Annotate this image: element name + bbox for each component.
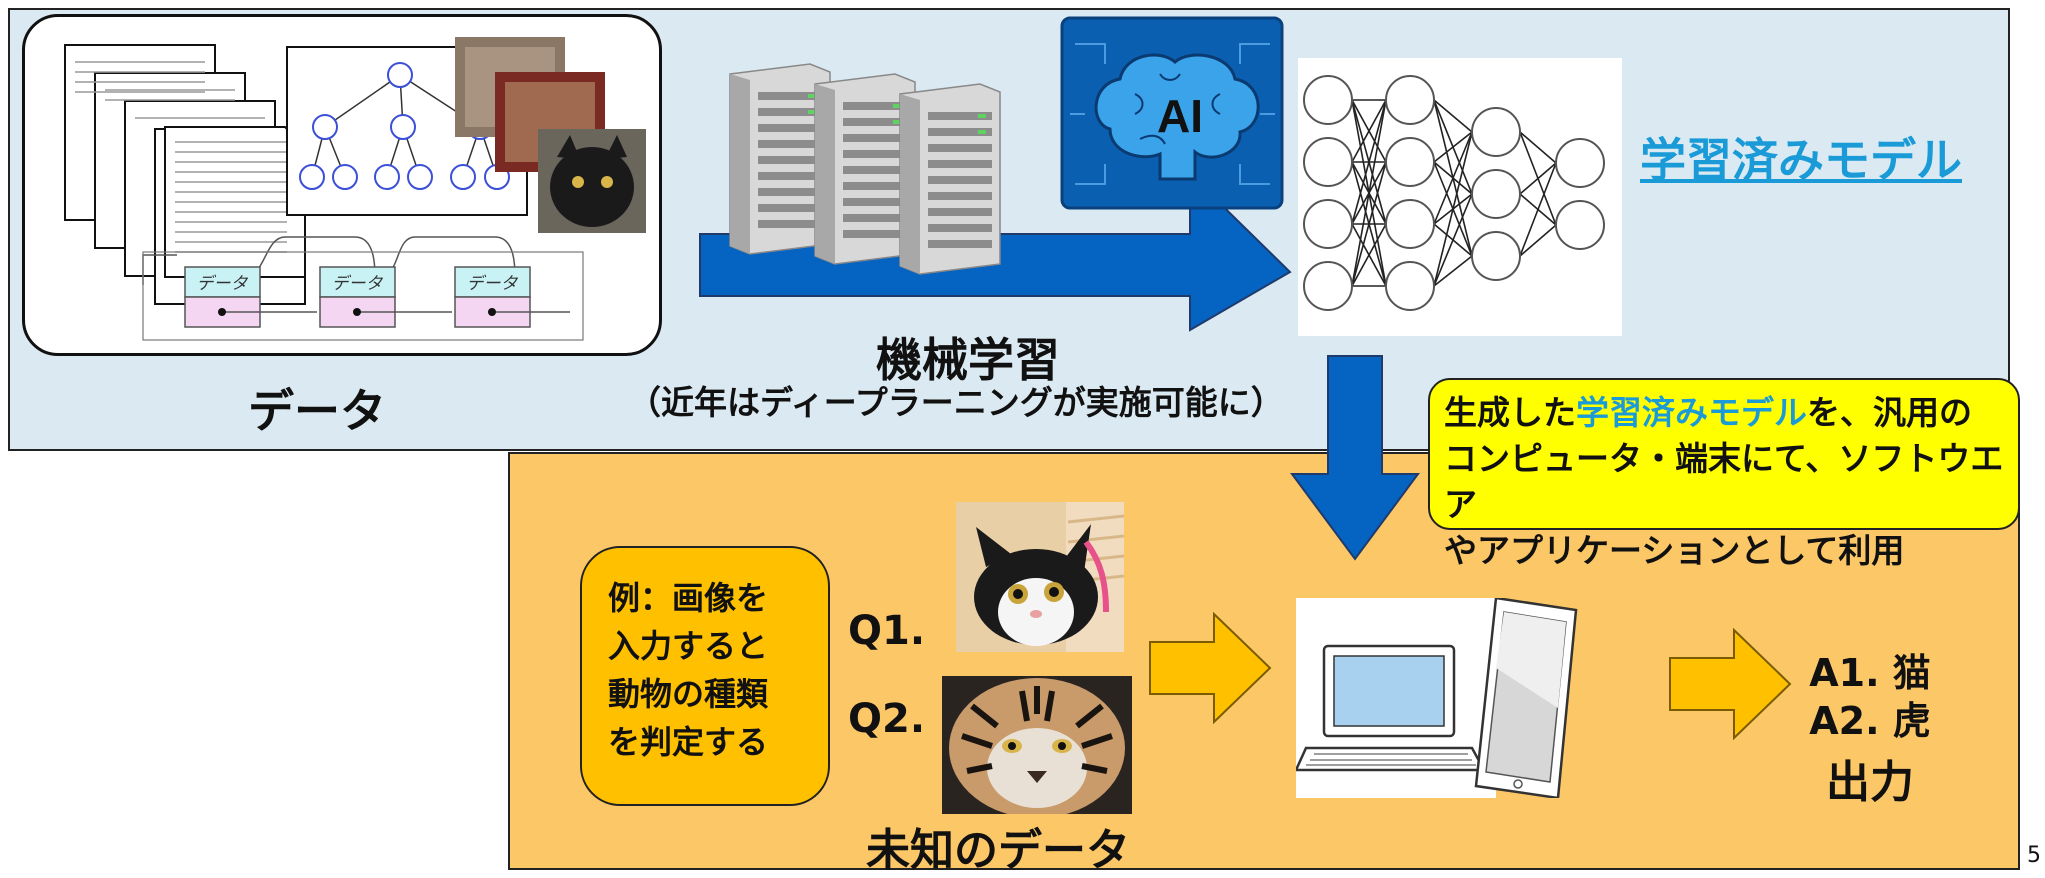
example-line: 例：画像を — [608, 579, 769, 617]
deploy-arrow-icon — [1290, 355, 1420, 561]
network-node — [1303, 137, 1353, 187]
network-edge — [1351, 223, 1387, 287]
network-edge — [1433, 131, 1473, 225]
network-edge — [1519, 162, 1557, 257]
network-node — [1303, 75, 1353, 125]
record-label: データ — [467, 274, 519, 294]
neural-network-icon — [1298, 58, 1622, 336]
network-edge — [1433, 255, 1473, 287]
document-stack-icon — [64, 44, 306, 305]
callout-line1-highlight: 学習済みモデル — [1576, 393, 1807, 432]
network-node — [1303, 199, 1353, 249]
network-node — [1385, 261, 1435, 311]
question-1-label: Q1. — [848, 608, 926, 654]
page-number: 5 — [2027, 843, 2041, 868]
callout-line2: コンピュータ・端末にて、ソフトウエア — [1444, 439, 2004, 524]
example-line: を判定する — [608, 723, 769, 761]
example-line: 入力すると — [608, 627, 769, 665]
output-label: 出力 — [1826, 757, 1914, 808]
network-node — [1385, 137, 1435, 187]
callout-line1-suffix: を、汎用の — [1807, 393, 1972, 432]
network-node — [1471, 169, 1521, 219]
network-edge — [1351, 99, 1387, 163]
network-edge — [1519, 131, 1557, 164]
question-2-label: Q2. — [848, 696, 926, 742]
callout-line3: やアプリケーションとして利用 — [1444, 531, 1905, 570]
network-node — [1555, 138, 1605, 188]
unknown-data-label: 未知のデータ — [866, 825, 1130, 876]
answer-1: A1. 猫 — [1809, 651, 1931, 695]
record-label: データ — [197, 274, 249, 294]
network-edge — [1433, 131, 1473, 287]
machine-learning-graphic: AI — [699, 16, 1292, 332]
network-edge — [1351, 99, 1387, 287]
network-edge — [1351, 161, 1387, 287]
cat-photo — [956, 502, 1124, 652]
linked-list-icon: データ データ データ — [142, 236, 584, 341]
callout-line1-prefix: 生成した — [1444, 393, 1576, 432]
network-node — [1385, 75, 1435, 125]
network-edge — [1433, 193, 1473, 287]
ai-label: AI — [1157, 90, 1203, 142]
network-edge — [1519, 162, 1557, 195]
network-node — [1385, 199, 1435, 249]
example-line: 動物の種類 — [608, 675, 769, 713]
ai-brain-icon — [1060, 16, 1284, 210]
answer-2: A2. 虎 — [1809, 699, 1931, 743]
tablet-icon — [1474, 598, 1578, 798]
ml-subtitle: （近年はディープラーニングが実施可能に） — [628, 383, 1284, 422]
input-arrow-icon — [1149, 612, 1272, 724]
data-illustration-box: データ データ データ — [22, 14, 662, 356]
devices-graphic — [1296, 598, 1578, 798]
network-edge — [1433, 99, 1473, 133]
laptop-icon — [1296, 644, 1487, 772]
cat-photo-stack-icon — [455, 37, 646, 233]
output-arrow-icon — [1669, 628, 1792, 740]
server-rack-icon — [729, 63, 1001, 275]
usage-callout: 生成した学習済みモデルを、汎用の コンピュータ・端末にて、ソフトウエア やアプリ… — [1428, 378, 2020, 570]
network-node — [1471, 107, 1521, 157]
data-label: データ — [248, 384, 386, 438]
tiger-photo — [942, 676, 1132, 814]
record-label: データ — [332, 274, 384, 294]
trained-model-link[interactable]: 学習済みモデル — [1640, 133, 1962, 187]
network-edge — [1433, 131, 1473, 163]
network-node — [1555, 200, 1605, 250]
network-edge — [1519, 224, 1557, 257]
data-illustration: データ データ データ — [64, 37, 646, 341]
network-node — [1471, 231, 1521, 281]
ml-title: 機械学習 — [876, 333, 1060, 387]
network-node — [1303, 261, 1353, 311]
network-edge — [1351, 99, 1387, 225]
example-box: 例：画像を 入力すると 動物の種類 を判定する — [580, 546, 830, 806]
